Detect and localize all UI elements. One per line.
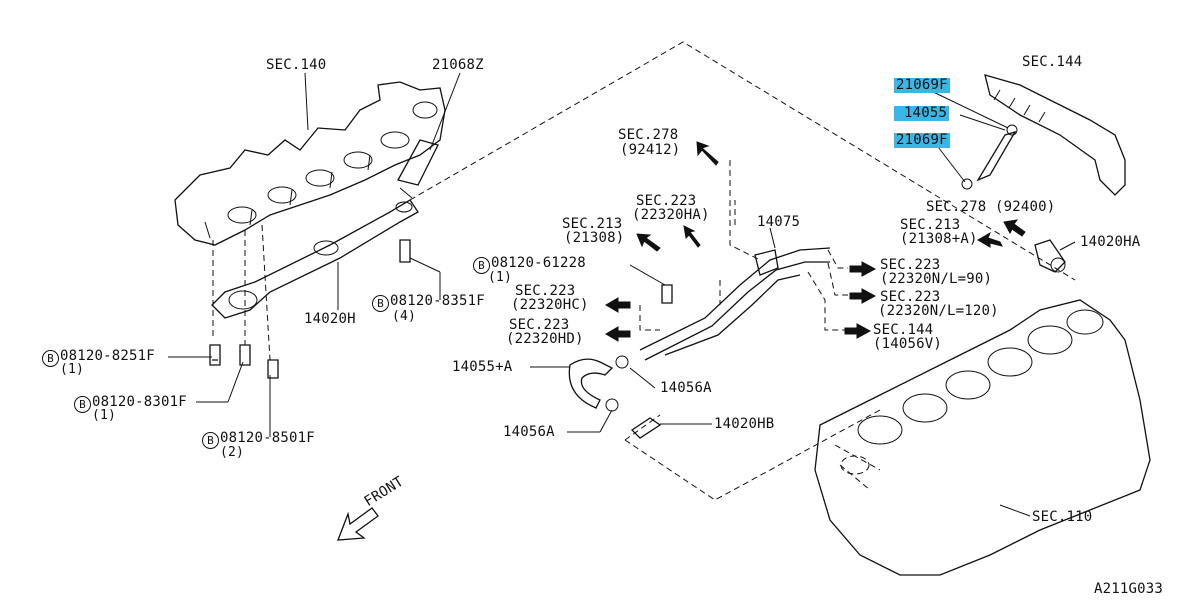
callout-bolt-8251-qty: (1) [60, 362, 85, 377]
callout-sec223-hd: SEC.223 [509, 317, 570, 333]
callout-sec110: SEC.110 [1032, 509, 1093, 525]
hose-14055 [961, 124, 1018, 190]
callout-bolt-8501-qty: (2) [220, 445, 245, 460]
engine-block [814, 299, 1151, 576]
callout-14055[interactable]: 14055 [894, 106, 950, 121]
callout-14056a-right: 14056A [660, 380, 712, 396]
fuel-tube-14075 [639, 247, 831, 361]
callout-sec140: SEC.140 [266, 57, 327, 73]
fitting-14020ha [1034, 239, 1066, 273]
callout-bolt-61228-qty: (1) [488, 270, 513, 285]
callout-sec278-top-sub: (92412) [620, 142, 681, 158]
callout-sec213-right-sub: (21308+A) [900, 231, 978, 247]
bolt-symbol-icon: B [202, 432, 219, 449]
bolt-symbol-icon: B [74, 396, 91, 413]
callout-sec213-left: SEC.213 [562, 216, 623, 232]
callout-sec223-ha-sub: (22320HA) [632, 207, 710, 223]
callout-sec223-hc: SEC.223 [515, 283, 576, 299]
front-arrow-icon [337, 507, 379, 541]
intake-manifold [174, 81, 446, 246]
callout-sec223-n120-sub: (22320N/L=120) [878, 303, 999, 319]
callout-14020ha: 14020HA [1080, 234, 1141, 250]
leader-lines [168, 72, 1076, 517]
callout-bolt-8351-qty: (4) [392, 309, 417, 324]
hose-14055a [568, 355, 662, 439]
callout-14020hb: 14020HB [714, 416, 775, 432]
callout-sec223-n120: SEC.223 [880, 289, 941, 305]
callout-14056a-left: 14056A [503, 424, 555, 440]
callout-21068z: 21068Z [432, 57, 484, 73]
callout-14055a: 14055+A [452, 359, 513, 375]
callout-14020h: 14020H [304, 311, 356, 327]
alignment-lines [212, 224, 271, 361]
callout-sec223-hd-sub: (22320HD) [506, 331, 584, 347]
section-arrows [605, 141, 1026, 342]
callout-sec223-ha: SEC.223 [636, 193, 697, 209]
callout-14075: 14075 [757, 214, 801, 230]
callout-sec144-right-sub: (14056V) [873, 336, 943, 352]
bolt-symbol-icon: B [473, 257, 490, 274]
assembly-outline [409, 41, 1076, 501]
callout-sec223-n90: SEC.223 [880, 257, 941, 273]
callout-sec213-left-sub: (21308) [564, 230, 625, 246]
callout-sec213-right: SEC.213 [900, 217, 961, 233]
callout-bolt-8301-qty: (1) [92, 408, 117, 423]
callout-sec278-right: SEC.278 (92400) [926, 199, 1056, 215]
connector-21068z [397, 139, 439, 199]
bracket-14020h [211, 199, 419, 319]
callout-sec144-top: SEC.144 [1022, 54, 1083, 70]
harness-sec144 [984, 74, 1126, 196]
figure-code: A211G033 [1094, 581, 1164, 597]
callout-21069f-b[interactable]: 21069F [894, 132, 950, 148]
bolts [209, 239, 673, 379]
callout-sec144-right: SEC.144 [873, 322, 934, 338]
bolt-symbol-icon: B [372, 295, 389, 312]
callout-sec278-top: SEC.278 [618, 127, 679, 143]
bolt-symbol-icon: B [42, 350, 59, 367]
callout-sec223-hc-sub: (22320HC) [511, 297, 589, 313]
callout-sec223-n90-sub: (22320N/L=90) [880, 271, 993, 287]
callout-21069f-a[interactable]: 21069F [894, 77, 950, 93]
